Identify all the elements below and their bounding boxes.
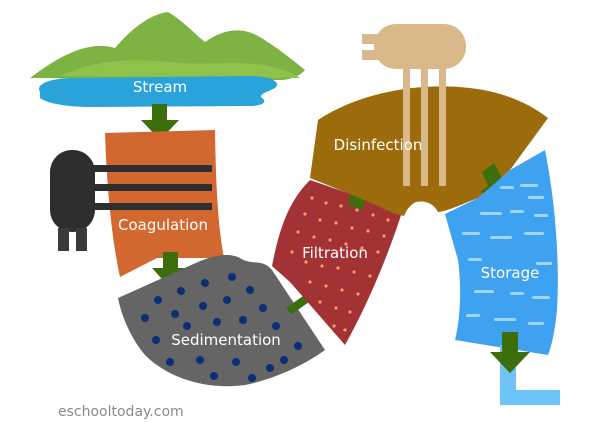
flow-arrow-icon <box>152 252 190 289</box>
credit-text: eschooltoday.com <box>58 404 184 420</box>
chlorine-tank-icon <box>362 24 466 186</box>
storage-label: Storage <box>481 264 540 282</box>
sedimentation-block <box>118 255 325 387</box>
filtration-label: Filtration <box>302 244 368 262</box>
sedimentation-stage: Sedimentation <box>118 255 325 387</box>
filter-media <box>290 196 390 332</box>
filtration-stage: Filtration <box>272 180 402 345</box>
flow-arrow-icon <box>141 104 179 140</box>
hills-icon <box>30 12 305 80</box>
sediment-particles <box>141 273 302 382</box>
stream-water <box>39 76 278 107</box>
filtration-block <box>272 180 402 345</box>
hills-shade <box>60 60 300 78</box>
disinfection-label: Disinfection <box>334 136 423 154</box>
water-ripples <box>462 184 552 325</box>
storage-block <box>445 150 558 355</box>
stream-label: Stream <box>133 78 187 96</box>
tank-icon <box>50 150 212 251</box>
coagulation-label: Coagulation <box>118 216 208 234</box>
stream-stage: Stream <box>30 12 305 107</box>
sedimentation-label: Sedimentation <box>171 331 281 349</box>
coagulation-stage: Coagulation <box>50 130 224 277</box>
flow-arrow-icon <box>490 332 530 373</box>
